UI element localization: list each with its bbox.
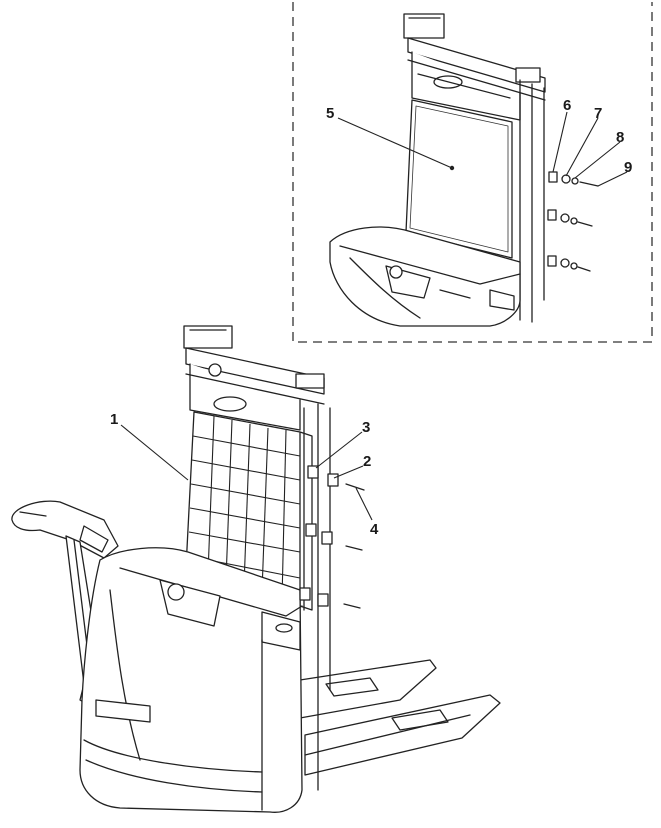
leader-3 (315, 431, 363, 469)
forks (299, 659, 501, 776)
callout-2: 2 (363, 453, 371, 470)
leader-2 (333, 465, 364, 479)
hardware-row-2 (305, 523, 363, 551)
leader-lines (120, 111, 628, 521)
inset-mast (403, 13, 546, 323)
callout-7: 7 (594, 105, 602, 122)
main-hardware (299, 465, 365, 609)
leader-9 (597, 171, 628, 187)
callout-3: 3 (362, 419, 370, 436)
callout-5: 5 (326, 105, 334, 122)
callout-9: 9 (624, 159, 632, 176)
leader-4 (355, 487, 373, 521)
inset-hardware-row-1 (548, 171, 599, 187)
detail-inset (292, 2, 653, 343)
detail-inset-border (292, 2, 653, 343)
callout-4: 4 (370, 521, 379, 538)
inset-hardware-row-2 (547, 209, 593, 227)
leader-8 (574, 141, 621, 179)
leader-6 (552, 111, 568, 173)
inset-truck-body (329, 226, 521, 327)
grille-panel (185, 411, 313, 611)
inset-hardware (547, 171, 599, 272)
hardware-row-3 (299, 587, 361, 609)
inset-hardware-row-3 (547, 255, 591, 272)
callout-labels: 1 2 3 4 5 6 7 8 9 (110, 97, 632, 538)
main-truck (11, 325, 501, 813)
callout-6: 6 (563, 97, 571, 114)
mast-head (183, 325, 325, 431)
leader-1 (120, 424, 189, 481)
inset-panel (405, 99, 513, 259)
callout-8: 8 (616, 129, 624, 146)
leader-7 (565, 117, 599, 177)
hardware-row-1 (307, 465, 365, 491)
truck-body (79, 547, 303, 813)
callout-1: 1 (110, 411, 118, 428)
leader-5 (337, 117, 453, 169)
